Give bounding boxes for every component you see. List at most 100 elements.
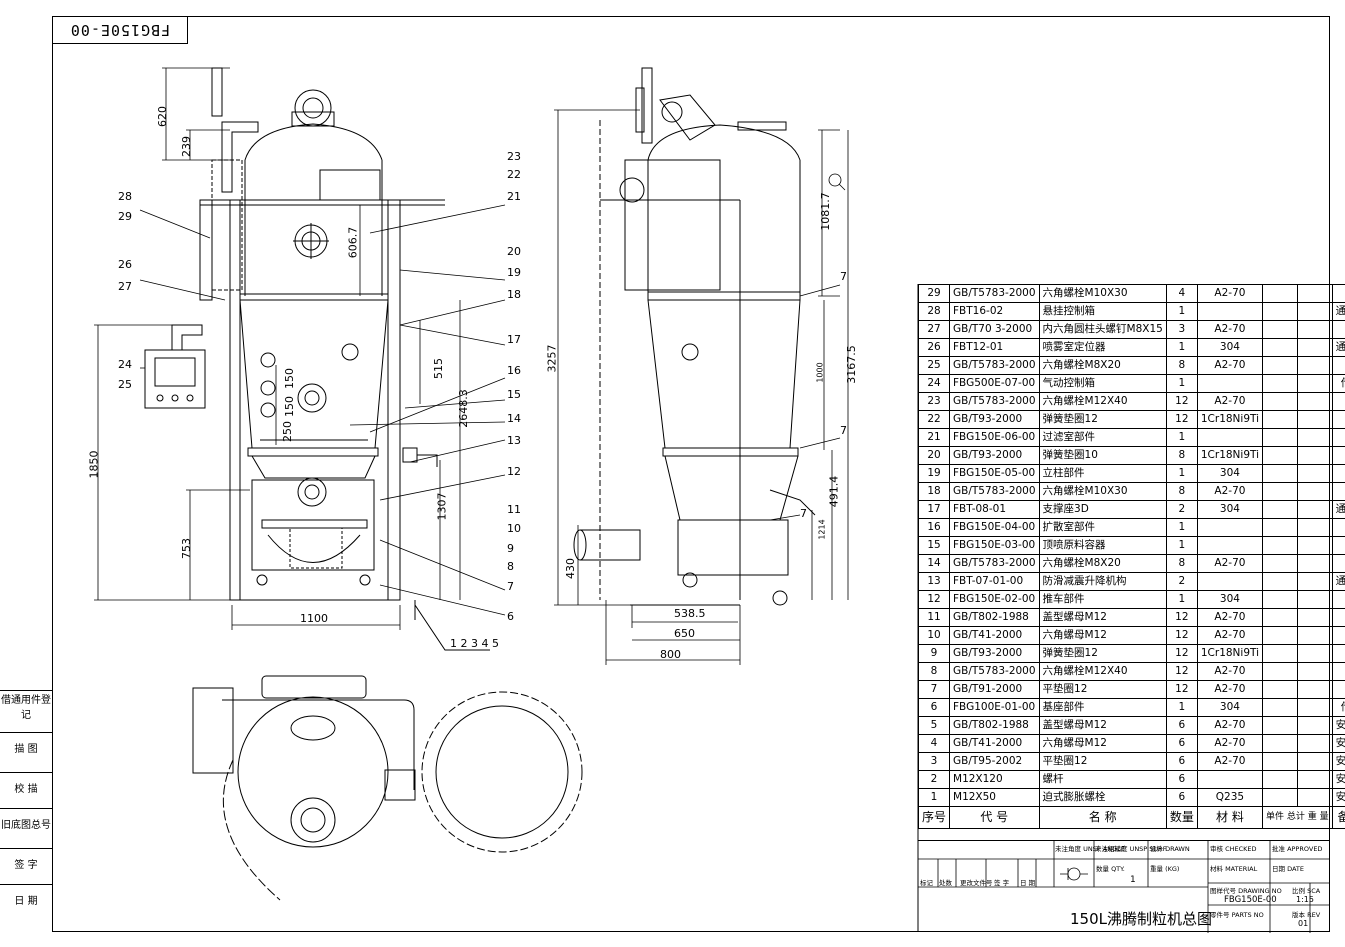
bom-cell: A2-70 [1196,392,1264,411]
balloon: 22 [507,168,521,181]
bom-cell [1196,374,1264,393]
rev-col: 标记 [920,879,933,887]
bom-cell: 14 [917,554,951,573]
bom-cell [1331,482,1345,501]
bom-cell: 六角螺栓M10X30 [1038,284,1167,303]
bom-cell: GB/T95-2002 [949,752,1040,771]
bom-weight-cell [1262,770,1298,789]
bom-weight-cell [1262,752,1298,771]
bom-weight-cell [1262,284,1298,303]
bom-weight-cell [1262,482,1298,501]
front-dimensions [94,67,506,630]
dim-3257: 3257 [545,344,559,373]
bom-weight-cell [1296,752,1333,771]
bom-cell: A2-70 [1196,734,1264,753]
qty-value: 1 [1130,875,1136,885]
material-label: 材料 MATERIAL [1210,865,1258,873]
bom-cell: A2-70 [1196,356,1264,375]
bom-cell: A2-70 [1196,752,1264,771]
title-block: 未注角度 UNSP ANGLE 未注粗糙度 UNSP SURF 设计 DRAWN… [918,840,1330,933]
bom-cell: 12 [1165,392,1198,411]
bom-header-cell: 单件 总计 重 量 [1262,806,1333,829]
bom-cell: 1 [1165,590,1198,609]
bom-cell: A2-70 [1196,716,1264,735]
bom-cell [1331,662,1345,681]
bom-weight-cell [1262,662,1298,681]
bom-weight-cell [1262,428,1298,447]
bom-cell: FBT12-01 [949,338,1040,357]
bom-weight-cell [1262,392,1298,411]
bom-cell: 扩散室部件 [1038,518,1167,537]
bom-cell [1331,626,1345,645]
bom-cell: 支撑座3D [1038,500,1167,519]
side-register-cell: 签 字 [0,848,52,878]
bom-cell: 304 [1196,338,1264,357]
bom-cell: 六角螺栓M10X30 [1038,482,1167,501]
bom-cell: 气动控制箱 [1038,374,1167,393]
bom-weight-cell [1296,338,1333,357]
bom-weight-cell [1296,284,1333,303]
bom-cell: 弹簧垫圈10 [1038,446,1167,465]
bom-cell: 29 [917,284,951,303]
bom-cell: A2-70 [1196,320,1264,339]
bom-weight-cell [1262,788,1298,807]
bom-weight-cell [1262,356,1298,375]
bom-cell: 1 [1165,302,1198,321]
bom-cell: 六角螺母M12 [1038,626,1167,645]
bom-cell [1196,770,1264,789]
bom-weight-cell [1262,698,1298,717]
bom-weight-cell [1296,536,1333,555]
bom-cell [1331,518,1345,537]
bom-cell: 8 [1165,554,1198,573]
bom-cell: 立柱部件 [1038,464,1167,483]
dim-250: 250 [281,421,294,442]
front-view [144,67,490,651]
bom-cell: 8 [917,662,951,681]
bom-cell: 通用件 [1331,572,1345,591]
bom-cell: 12 [1165,680,1198,699]
bom-cell [1331,536,1345,555]
bom-cell: 12 [1165,662,1198,681]
bom-cell: GB/T5783-2000 [949,554,1040,573]
bom-cell: FBG150E-06-00 [949,428,1040,447]
side-dimensions [554,109,849,665]
bom-cell: 20 [917,446,951,465]
balloon: 16 [507,364,521,377]
bom-cell [1331,428,1345,447]
bom-cell [1331,446,1345,465]
bom-weight-cell [1296,446,1333,465]
bom-cell: 1 [1165,464,1198,483]
bom-cell: 喷雾室定位器 [1038,338,1167,357]
bom-cell: GB/T93-2000 [949,644,1040,663]
bom-cell [1331,464,1345,483]
bom-cell: 顶喷原料容器 [1038,536,1167,555]
bom-weight-cell [1296,644,1333,663]
bom-cell: 通用件 [1331,302,1345,321]
bom-cell [1196,428,1264,447]
bom-weight-cell [1296,356,1333,375]
bom-cell: FBT16-02 [949,302,1040,321]
bom-cell: GB/T70 3-2000 [949,320,1040,339]
bom-cell: 安装用 [1331,752,1345,771]
bom-cell [1331,644,1345,663]
bom-weight-cell [1262,554,1298,573]
bom-cell: 安装用 [1331,716,1345,735]
bom-weight-cell [1296,788,1333,807]
balloon: 13 [507,434,521,447]
bom-cell: 17 [917,500,951,519]
bom-cell: FBG150E-04-00 [949,518,1040,537]
bom-cell: A2-70 [1196,482,1264,501]
rev-col: 处数 [939,879,952,887]
bom-cell: 基座部件 [1038,698,1167,717]
bom-cell: 22 [917,410,951,429]
bom-cell: 螺杆 [1038,770,1167,789]
